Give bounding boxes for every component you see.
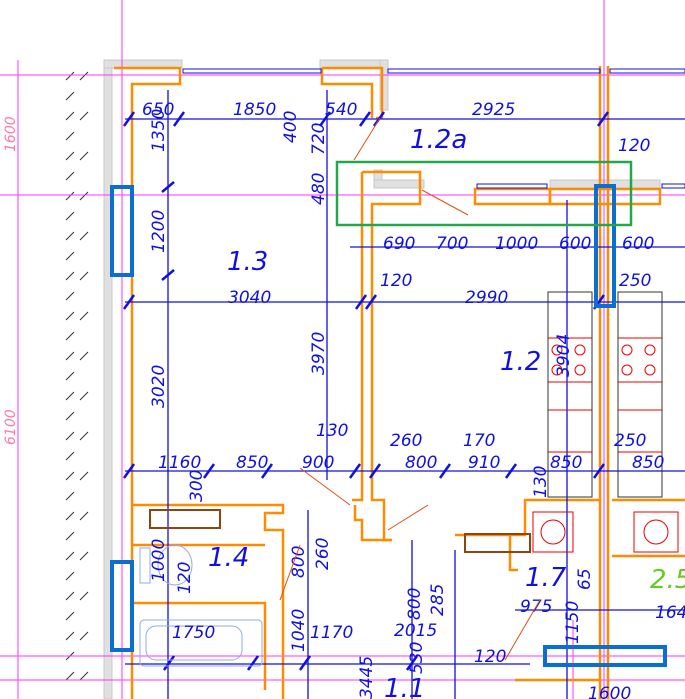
dimension-label: 900: [302, 453, 334, 473]
dimension-lines: [122, 90, 685, 699]
dimension-label: 1350: [149, 109, 169, 152]
dimension-label: 65: [575, 568, 595, 590]
dimension-label: 1600: [588, 684, 631, 699]
axis-dimension-label: 1600: [3, 116, 19, 152]
dimension-label: 130: [316, 421, 348, 441]
room-label-2-5: 2.5: [650, 565, 685, 595]
dimension-label: 1850: [233, 100, 276, 120]
dimension-label: 600: [622, 234, 654, 254]
room-label-1-7: 1.7: [525, 563, 567, 593]
dimension-label: 600: [559, 234, 591, 254]
interior-walls: [114, 66, 685, 699]
dimension-label: 1645: [655, 603, 685, 623]
dimension-label: 300: [187, 470, 207, 502]
dimension-label: 400: [281, 111, 301, 143]
dimension-label: 1200: [149, 210, 169, 253]
dimension-label: 2990: [465, 288, 508, 308]
windows: [182, 68, 685, 189]
dimension-label: 260: [313, 538, 333, 570]
dimension-label: 530: [407, 642, 427, 674]
dimension-label: 3970: [309, 332, 329, 375]
dimension-label: 480: [309, 173, 329, 205]
dimension-label: 3040: [228, 288, 271, 308]
room-label-1-1: 1.1: [384, 674, 425, 699]
dimension-label: 910: [468, 453, 500, 473]
dimension-label: 800: [405, 453, 437, 473]
highlight-opening: [335, 160, 633, 227]
leader-lines: [279, 117, 541, 661]
dimension-label: 250: [619, 271, 651, 291]
dimension-label: 1750: [172, 623, 215, 643]
dimension-label: 650: [142, 100, 174, 120]
dimension-label: 1150: [563, 601, 583, 644]
dimension-label: 285: [428, 584, 448, 616]
cabinets: [547, 291, 663, 498]
dimension-label: 1000: [495, 234, 538, 254]
dimension-label: 690: [383, 234, 415, 254]
dimension-label: 130: [531, 466, 551, 498]
dimension-labels: 650 1850 540 400 720 480 1350 1200 3040 …: [142, 100, 685, 699]
dimension-label: 1040: [289, 609, 309, 652]
room-label-1-2: 1.2: [500, 347, 541, 377]
room-label-1-2a: 1.2а: [410, 125, 467, 155]
axis-dimension-label: 6100: [3, 409, 19, 445]
dimension-label: 800: [405, 588, 425, 620]
room-label-1-4: 1.4: [208, 543, 249, 573]
dimension-label: 850: [236, 453, 268, 473]
dimension-label: 850: [632, 453, 664, 473]
dimension-label: 3020: [149, 365, 169, 408]
dimension-label: 540: [325, 100, 357, 120]
dimension-label: 120: [380, 271, 412, 291]
dimension-label: 3904: [554, 334, 574, 377]
dimension-label: 3445: [357, 656, 377, 699]
highlight-wall-segment-left-bottom: [110, 560, 134, 652]
dimension-label: 1160: [158, 453, 201, 473]
dimension-label: 2015: [394, 621, 437, 641]
dimension-label: 120: [175, 562, 195, 594]
ventilation-blocks: [149, 509, 531, 553]
dimension-label: 1170: [310, 623, 353, 643]
dimension-label: 1000: [149, 539, 169, 582]
dimension-label: 250: [614, 431, 646, 451]
highlight-column: [594, 184, 616, 308]
dimension-label: 800: [289, 546, 309, 578]
dimension-label: 120: [474, 647, 506, 667]
dimension-label: 850: [550, 453, 582, 473]
highlight-wall-segment-left-top: [110, 185, 134, 277]
dimension-label: 170: [463, 431, 495, 451]
bathroom-fixtures: [139, 544, 263, 667]
dimension-label: 700: [436, 234, 468, 254]
exterior-wall-hatch: [64, 59, 661, 699]
dimension-label: 720: [309, 123, 329, 155]
dimension-label: 260: [390, 431, 422, 451]
room-label-1-3: 1.3: [227, 247, 268, 277]
highlight-beam: [543, 645, 667, 667]
dimension-label: 2925: [472, 100, 515, 120]
dimension-label: 120: [618, 136, 650, 156]
